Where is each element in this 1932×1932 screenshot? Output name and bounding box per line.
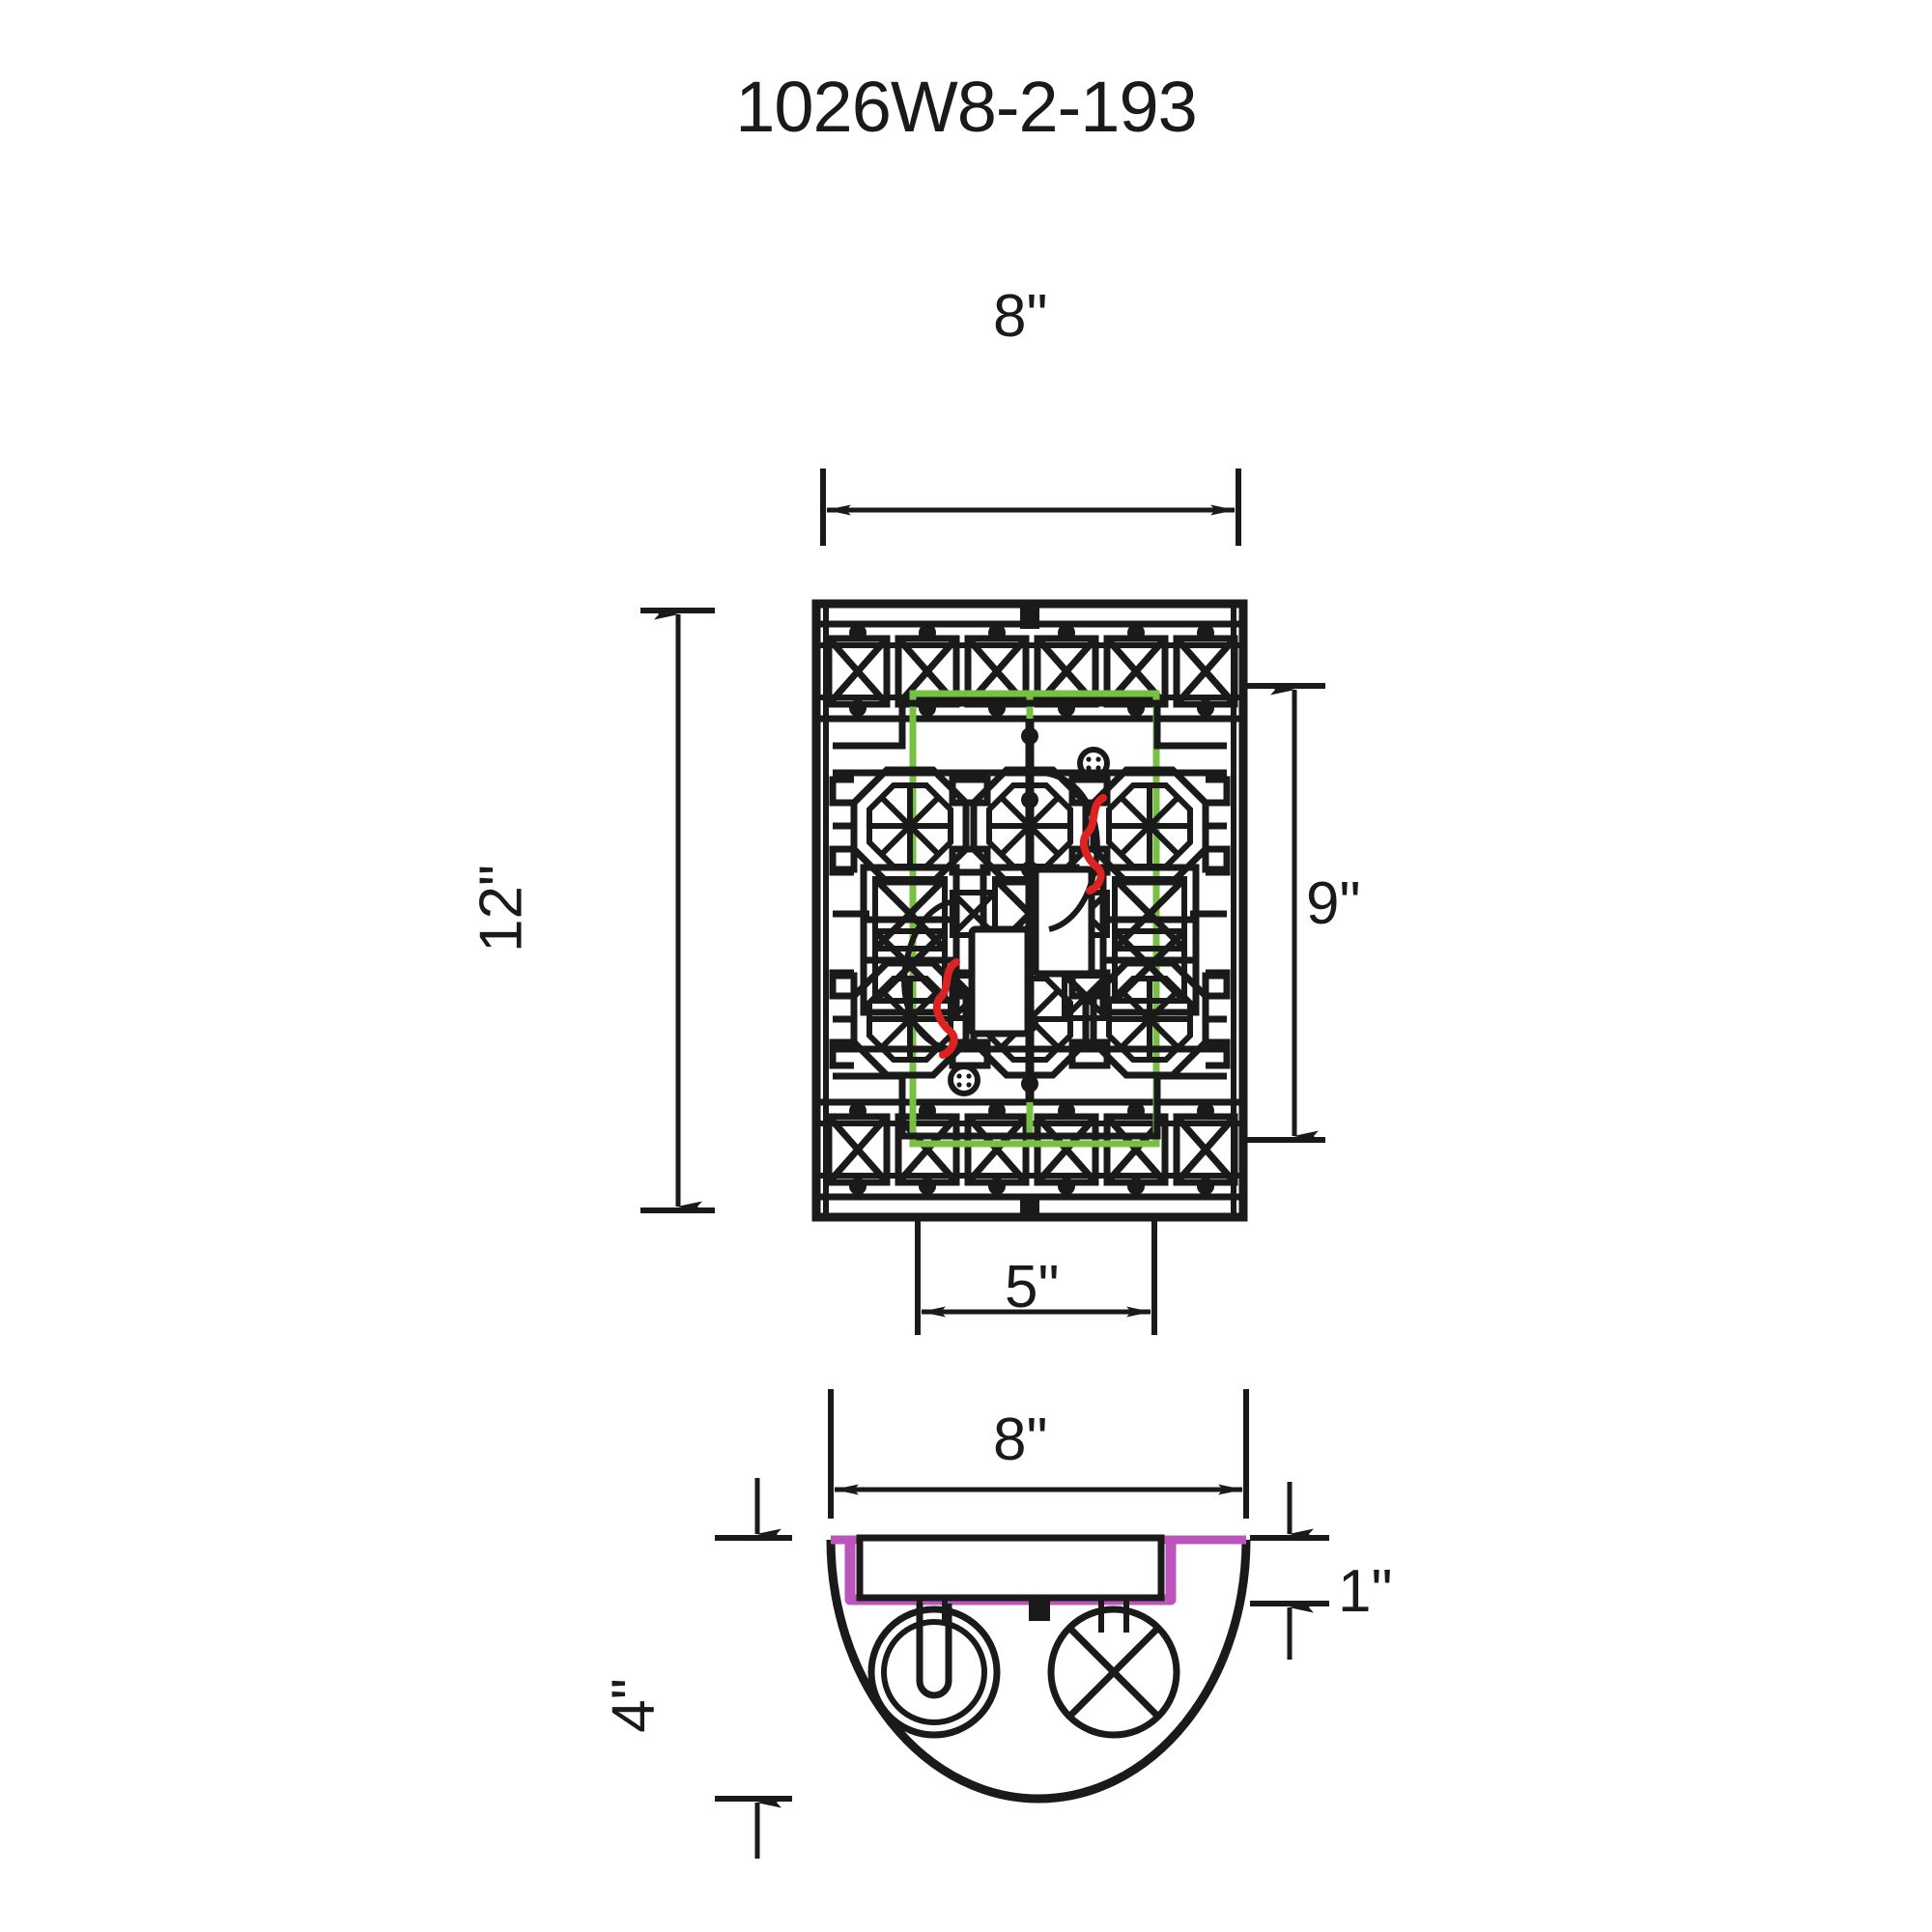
screw-detail [1077,747,1110,780]
bracket-arms [833,822,1227,1023]
mounting-nub [1029,1600,1050,1621]
dim-label-backplate-thickness: 1" [1338,1558,1393,1625]
bottom-band [816,1098,1243,1217]
dimension-backplate-width [915,1213,1157,1335]
dimension-side-depth [715,1478,792,1859]
socket-round-icon [867,1600,1001,1739]
screw-detail-lower [948,1064,980,1096]
dimension-side-width [828,1389,1249,1519]
dim-label-side-width: 8" [993,1406,1048,1473]
dimension-front-inner-height [1246,683,1325,1143]
canopy-box [856,1534,1165,1602]
dim-label-front-width: 8" [993,283,1048,350]
filament-squiggle-icon-upper [1079,794,1107,895]
front-elevation [811,599,1248,1222]
filament-squiggle-icon-lower [932,958,960,1059]
dimension-front-width [820,469,1241,546]
dimension-backplate-thickness [1250,1482,1329,1660]
side-section [826,1534,1251,1804]
page-title: 1026W8-2-193 [735,67,1198,147]
socket-cross-icon [1047,1600,1180,1739]
dimension-front-height [640,608,715,1213]
